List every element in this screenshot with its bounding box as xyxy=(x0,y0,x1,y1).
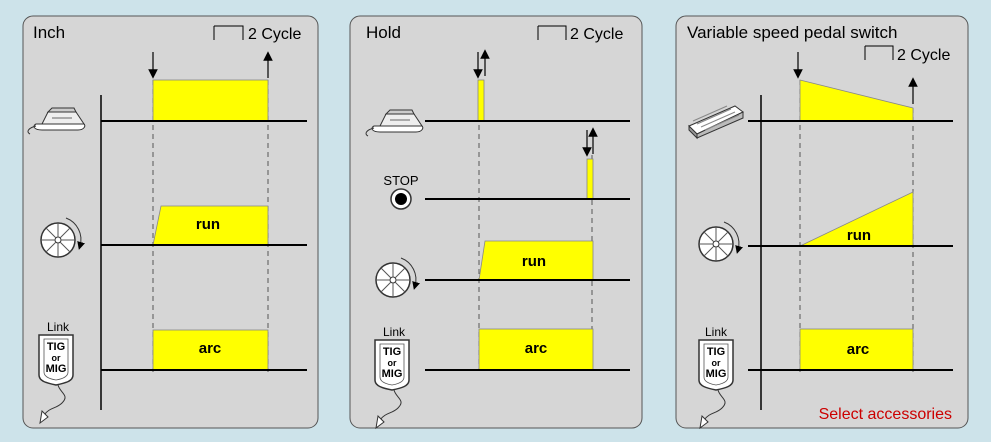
stop-pulse xyxy=(586,158,594,200)
arc-pulse xyxy=(799,328,914,371)
device-text-tig: TIG xyxy=(707,346,725,358)
link-label: Link xyxy=(47,320,70,334)
stop-button-icon xyxy=(390,188,412,210)
device-text-or: or xyxy=(52,353,61,363)
cycle-label: 2 Cycle xyxy=(897,47,950,64)
run-label: run xyxy=(847,227,871,244)
panel-variable-speed: Variable speed pedal switch 2 Cycle run … xyxy=(675,15,969,429)
arc-label: arc xyxy=(525,340,548,357)
stop-label: STOP xyxy=(383,173,418,188)
arc-pulse xyxy=(152,329,269,371)
panel-hold: Hold 2 Cycle run arc STOP Link TIG or MI… xyxy=(349,15,643,429)
pedal-pulse xyxy=(152,79,269,122)
run-label: run xyxy=(196,216,220,233)
arc-label: arc xyxy=(847,341,870,358)
panel-title: Inch xyxy=(33,23,65,42)
device-text-mig: MIG xyxy=(382,368,403,380)
device-text-tig: TIG xyxy=(47,341,65,353)
arc-label: arc xyxy=(199,340,222,357)
run-label: run xyxy=(522,253,546,270)
device-text-tig: TIG xyxy=(383,346,401,358)
device-text-or: or xyxy=(712,358,721,368)
arc-pulse xyxy=(478,328,594,371)
panel-title: Variable speed pedal switch xyxy=(687,23,897,42)
link-label: Link xyxy=(383,325,406,339)
link-label: Link xyxy=(705,325,728,339)
pedal-pulse xyxy=(477,79,485,122)
panel-title: Hold xyxy=(366,23,401,42)
panel-inch: Inch 2 Cycle run arc Link TIG or MIG xyxy=(22,15,319,429)
device-text-mig: MIG xyxy=(46,363,67,375)
device-text-mig: MIG xyxy=(706,368,727,380)
cycle-label: 2 Cycle xyxy=(248,26,301,43)
device-text-or: or xyxy=(388,358,397,368)
select-accessories-note: Select accessories xyxy=(819,406,952,423)
cycle-label: 2 Cycle xyxy=(570,26,623,43)
